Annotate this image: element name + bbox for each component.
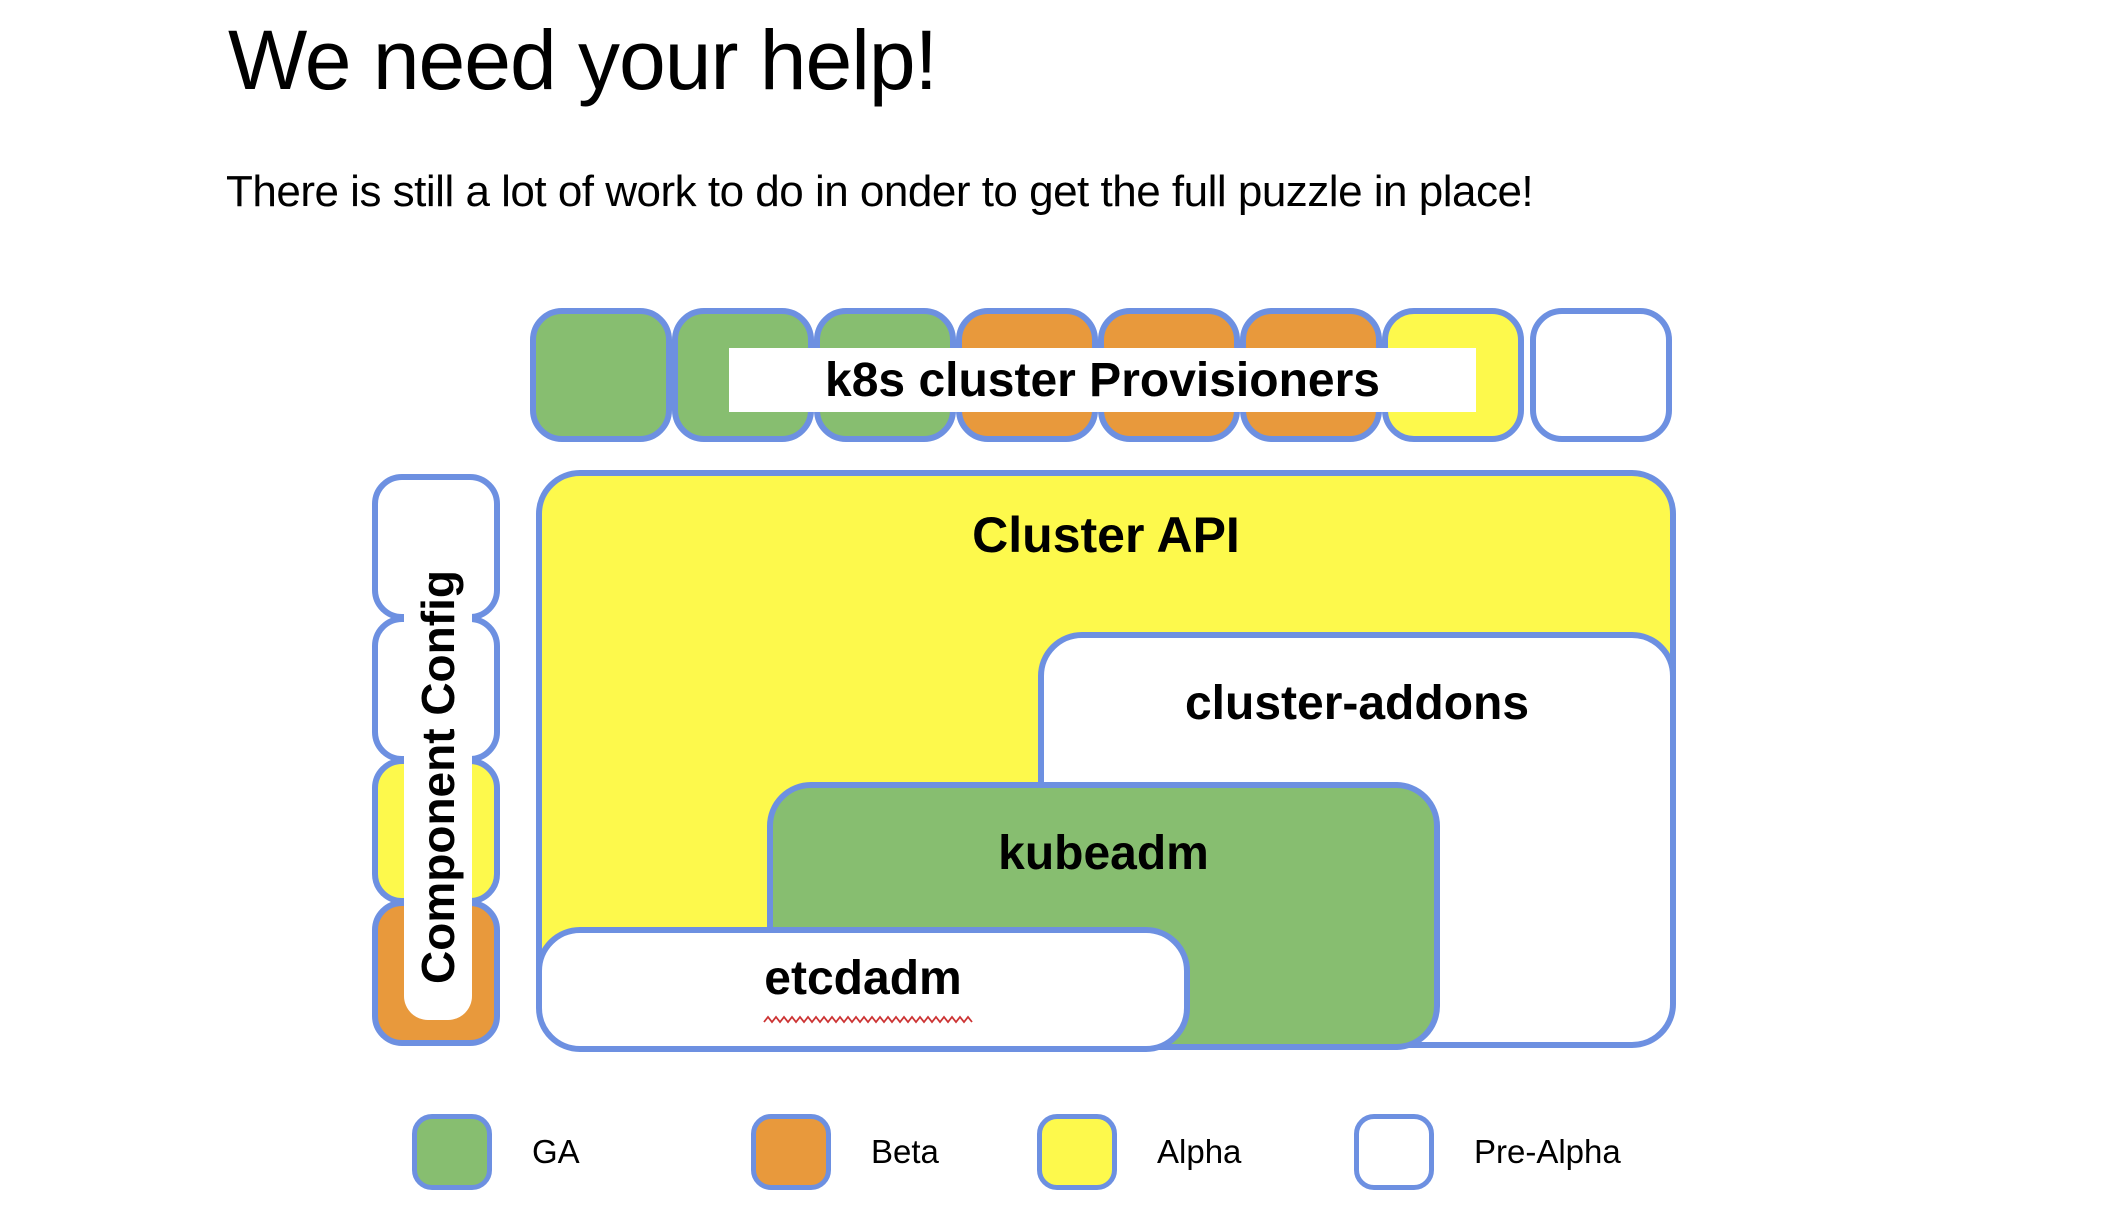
legend-item-pre-alpha: Pre-Alpha [1354,1112,1621,1192]
legend-label-ga: GA [532,1133,580,1170]
legend-item-ga: GA [412,1112,580,1192]
legend-swatch-alpha [1037,1114,1117,1190]
provisioners-label: k8s cluster Provisioners [729,348,1476,412]
legend-swatch-ga [412,1114,492,1190]
provisioner-square-ga [530,308,672,442]
component-config-label-box: Component Config [404,533,472,1020]
legend-label-beta: Beta [871,1133,939,1170]
legend-item-beta: Beta [751,1112,939,1192]
legend: GA Beta Alpha Pre-Alpha [0,1112,2126,1192]
spellcheck-squiggle [763,1015,973,1024]
slide-subtitle: There is still a lot of work to do in on… [226,167,1534,216]
cluster-addons-label: cluster-addons [1184,677,1530,730]
provisioner-square-pre-alpha [1530,308,1672,442]
cluster-api-label: Cluster API [972,507,1240,563]
slide-title: We need your help! [228,13,938,107]
legend-item-alpha: Alpha [1037,1112,1241,1192]
etcdadm-box: etcdadm [536,927,1190,1052]
legend-swatch-pre-alpha [1354,1114,1434,1190]
legend-swatch-beta [751,1114,831,1190]
legend-label-alpha: Alpha [1157,1133,1242,1170]
legend-label-pre-alpha: Pre-Alpha [1474,1133,1621,1170]
etcdadm-label: etcdadm [764,952,962,1005]
kubeadm-label: kubeadm [998,827,1209,880]
component-config-label: Component Config [412,569,465,984]
